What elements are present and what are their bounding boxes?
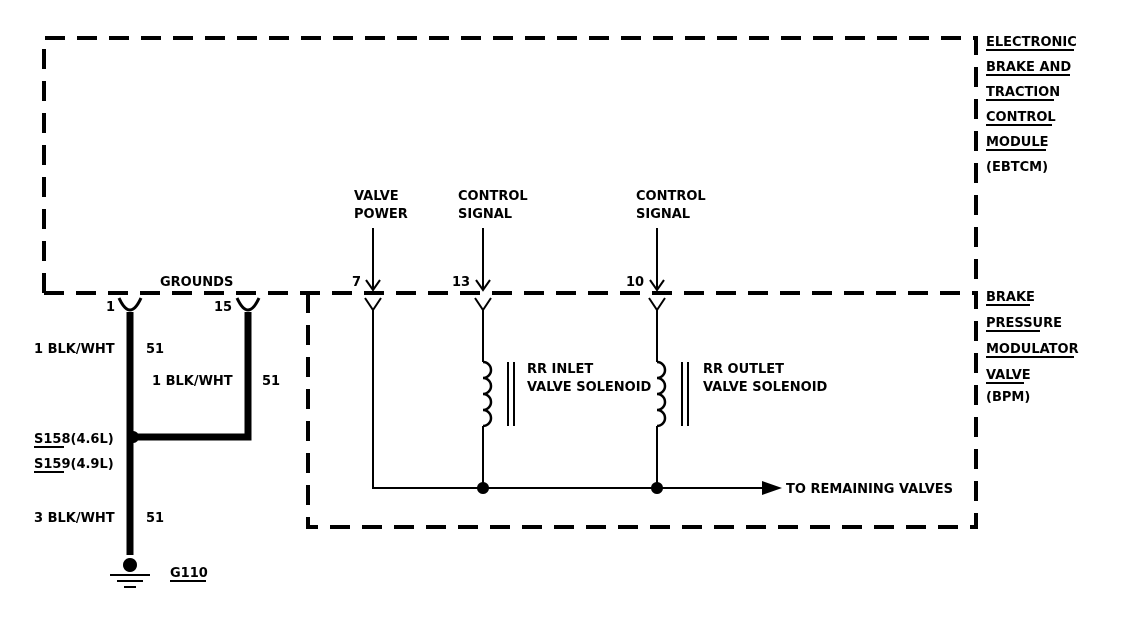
- bpm-label: BRAKE PRESSURE MODULATOR VALVE (BPM): [986, 290, 1079, 405]
- outlet-control-signal-label-line-1: CONTROL: [636, 189, 706, 204]
- ground-symbol: [110, 558, 150, 588]
- upper-right-wire-label: 1 BLK/WHT: [152, 374, 233, 389]
- connector-pin-7-symbol: [364, 297, 382, 312]
- splice-point: [127, 431, 139, 443]
- pin-7-number: 7: [352, 275, 361, 290]
- outlet-control-line: [649, 228, 665, 292]
- lower-wire-label: 3 BLK/WHT: [34, 511, 115, 526]
- outlet-junction-dot: [651, 482, 663, 494]
- ebtcm-label-line-1: ELECTRONIC: [986, 35, 1077, 50]
- rr-outlet-solenoid-label-line-1: RR OUTLET: [703, 362, 784, 377]
- inlet-control-signal-label-line-1: CONTROL: [458, 189, 528, 204]
- splice-s159-label: S159(4.9L): [34, 457, 114, 472]
- ground-point-label: G110: [170, 566, 208, 581]
- connector-pin-15-symbol: [235, 297, 261, 312]
- upper-left-wire-circuit: 51: [146, 342, 164, 357]
- ebtcm-label-line-5: MODULE: [986, 135, 1049, 150]
- valve-power-label-line-1: VALVE: [354, 189, 399, 204]
- grounds-label: GROUNDS: [160, 275, 233, 290]
- rr-inlet-solenoid-label-line-1: RR INLET: [527, 362, 593, 377]
- bpm-label-line-3: MODULATOR: [986, 342, 1079, 357]
- connector-pin-1-symbol: [117, 297, 143, 312]
- bpm-label-line-2: PRESSURE: [986, 316, 1062, 331]
- rr-inlet-solenoid-coil: [482, 310, 515, 488]
- ebtcm-label-line-2: BRAKE AND: [986, 60, 1071, 75]
- ebtcm-module-boundary: [42, 36, 978, 295]
- lower-wire-circuit: 51: [146, 511, 164, 526]
- valve-power-rail: [372, 310, 762, 489]
- to-remaining-valves-label: TO REMAINING VALVES: [786, 482, 953, 497]
- upper-right-wire-circuit: 51: [262, 374, 280, 389]
- pin-13-number: 13: [452, 275, 470, 290]
- inlet-control-signal-label-line-2: SIGNAL: [458, 207, 512, 222]
- pin-1-number: 1: [106, 300, 115, 315]
- pin-10-number: 10: [626, 275, 644, 290]
- rr-outlet-solenoid-coil: [656, 310, 689, 488]
- ebtcm-label-line-3: TRACTION: [986, 85, 1060, 100]
- ebtcm-label: ELECTRONIC BRAKE AND TRACTION CONTROL MO…: [986, 35, 1077, 175]
- connector-pin-13-symbol: [474, 297, 492, 312]
- connector-pin-10-symbol: [648, 297, 666, 312]
- to-remaining-valves-arrow: [762, 481, 782, 495]
- splice-s158-label: S158(4.6L): [34, 432, 114, 447]
- bpm-label-line-1: BRAKE: [986, 290, 1035, 305]
- pin-15-number: 15: [214, 300, 232, 315]
- inlet-control-line: [475, 228, 491, 292]
- rr-inlet-solenoid-label-line-2: VALVE SOLENOID: [527, 380, 652, 395]
- inlet-junction-dot: [477, 482, 489, 494]
- outlet-control-signal-label-line-2: SIGNAL: [636, 207, 690, 222]
- ebtcm-label-line-6: (EBTCM): [986, 160, 1048, 175]
- valve-power-line: [365, 228, 381, 292]
- upper-left-wire-label: 1 BLK/WHT: [34, 342, 115, 357]
- bpm-label-line-4: VALVE: [986, 368, 1031, 383]
- bpm-label-line-5: (BPM): [986, 390, 1030, 405]
- valve-power-label-line-2: POWER: [354, 207, 408, 222]
- ebtcm-label-line-4: CONTROL: [986, 110, 1056, 125]
- rr-outlet-solenoid-label-line-2: VALVE SOLENOID: [703, 380, 828, 395]
